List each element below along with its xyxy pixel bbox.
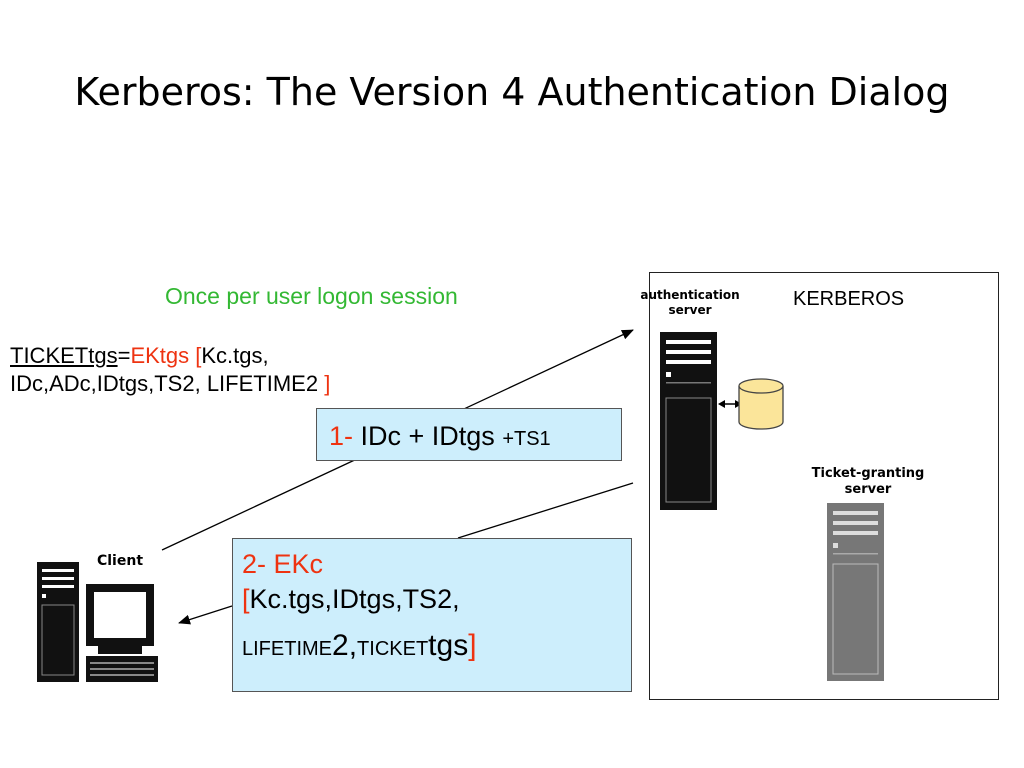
message1-timestamp: +TS1 — [502, 428, 551, 450]
ticket-close-bracket: ] — [318, 370, 331, 396]
message2-open-bracket: [ — [242, 584, 250, 614]
message2-ticket-subscript: tgs — [428, 629, 469, 662]
ticket-granting-server-label: Ticket-granting server — [798, 466, 938, 499]
ticket-open-bracket: [ — [189, 343, 202, 368]
authentication-server-label: authentication server — [640, 288, 740, 318]
ticket-contents: Kc.tgs, IDc,ADc,IDtgs,TS2, LIFETIME2 — [10, 343, 319, 396]
slide-title: Kerberos: The Version 4 Authentication D… — [74, 70, 950, 114]
authentication-server-tower-icon — [660, 332, 717, 510]
client-label: Client — [96, 553, 144, 569]
authentication-server-label-line1: authentication — [640, 288, 740, 302]
message2-box: 2- EKc [Kc.tgs,IDtgs,TS2, LIFETIME2,TICK… — [232, 538, 632, 692]
ticket-encryption-key: EKtgs — [130, 343, 190, 368]
ticket-name: TICKETtgs — [10, 343, 118, 368]
message2-lifetime: LIFETIME — [242, 638, 333, 660]
message2-arrow-icon — [178, 605, 233, 625]
message2-ticket: TICKET — [357, 638, 429, 660]
message1-box: 1- IDc + IDtgs +TS1 — [316, 408, 622, 461]
ticket-granting-server-label-line2: server — [844, 482, 892, 498]
message2-arrow-upper — [457, 482, 634, 539]
authentication-server-label-line2: server — [668, 303, 712, 317]
ticket-granting-server-label-line1: Ticket-granting — [811, 466, 925, 481]
desktop-computer-icon — [86, 584, 158, 682]
message1-ids: IDc + IDtgs — [353, 421, 503, 451]
ticket-formula: TICKETtgs=EKtgs [Kc.tgs, IDc,ADc,IDtgs,T… — [10, 342, 450, 397]
kerberos-label: KERBEROS — [793, 288, 905, 310]
session-note: Once per user logon session — [165, 283, 458, 309]
message2-line3: LIFETIME2,TICKETtgs] — [242, 629, 631, 663]
message2-step: 2- EKc — [242, 549, 324, 579]
ticket-equals: = — [117, 343, 131, 368]
database-icon — [738, 378, 784, 430]
message2-close-bracket: ] — [468, 629, 477, 662]
message2-contents: Kc.tgs,IDtgs,TS2, — [249, 584, 460, 614]
message2-line2: [Kc.tgs,IDtgs,TS2, — [242, 584, 631, 615]
client-tower-icon — [37, 562, 79, 682]
message2-lifetime-number: 2, — [332, 629, 358, 662]
ticket-granting-server-tower-icon — [827, 503, 884, 681]
message1-step: 1- — [329, 421, 354, 451]
